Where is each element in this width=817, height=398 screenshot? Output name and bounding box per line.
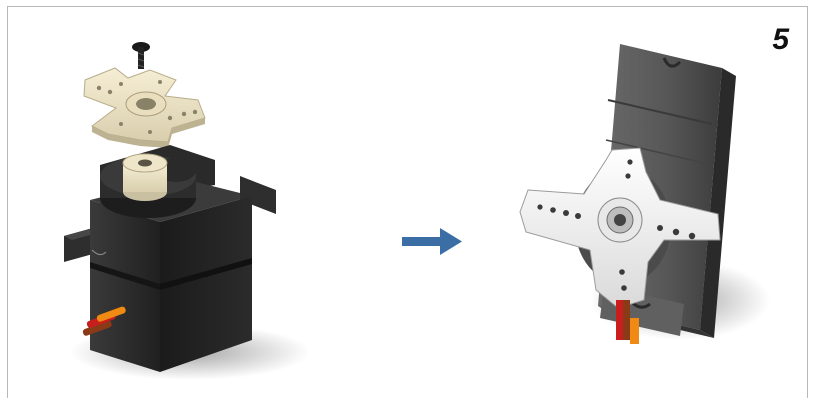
right-arrow-icon [402, 228, 462, 255]
servo-horn-white [519, 147, 721, 309]
servo-exploded-view [64, 42, 310, 380]
servo-wires [616, 300, 639, 344]
servo-horn-cream [83, 67, 206, 148]
servo-output-shaft [100, 153, 196, 218]
step-number: 5 [772, 23, 789, 56]
screw-icon [132, 42, 150, 69]
servo-assembled-view [519, 44, 770, 344]
servo-wires [82, 306, 126, 336]
